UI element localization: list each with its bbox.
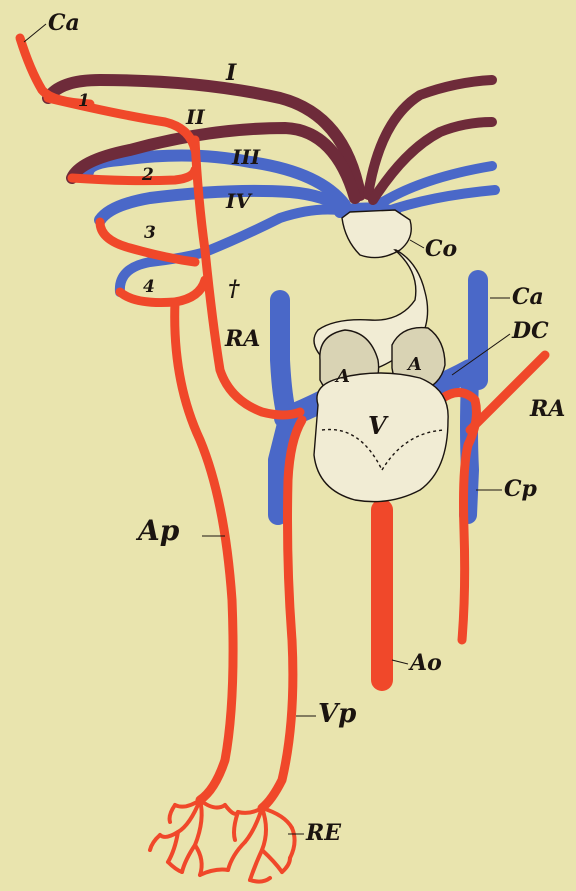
label-ra-left: RA [224, 326, 260, 352]
label-ra-right: RA [529, 396, 565, 422]
label-arch-3: 3 [144, 223, 156, 243]
label-arch-2: 2 [141, 165, 154, 185]
label-ventricle: V [368, 411, 389, 440]
label-co: Co [425, 236, 457, 262]
label-arch-1: 1 [78, 91, 90, 111]
label-ao: Ao [408, 650, 442, 676]
label-arch-I: I [225, 60, 237, 86]
label-arch-4: 4 [143, 277, 155, 297]
label-vp: Vp [318, 699, 356, 729]
label-arch-III: III [231, 145, 261, 169]
conus-arteriosus [342, 210, 411, 258]
label-re: RE [305, 820, 342, 846]
label-atrium-right: A [406, 354, 422, 375]
label-arch-II: II [185, 105, 205, 129]
leader-ca-top [24, 24, 46, 42]
label-dagger: † [228, 276, 240, 302]
label-arch-IV: IV [225, 189, 253, 213]
label-atrium-left: A [334, 366, 350, 387]
label-dc: DC [511, 318, 549, 344]
leader-co [410, 240, 424, 248]
label-ap: Ap [135, 514, 180, 547]
rete-capillary-network [150, 800, 295, 882]
label-cp: Cp [504, 476, 538, 502]
label-ca-top: Ca [48, 10, 80, 36]
leader-ao [392, 660, 408, 664]
label-ca-right: Ca [512, 284, 544, 310]
arch-4-artery [120, 280, 205, 303]
